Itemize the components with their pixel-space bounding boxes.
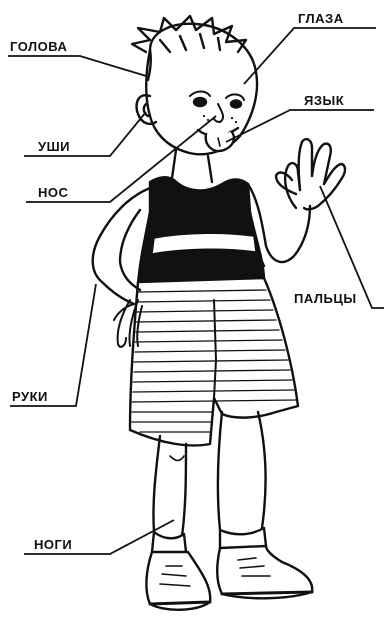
- leader-line-fingers: [320, 186, 384, 308]
- boy-tongue: [206, 132, 234, 151]
- boy-fingers: [276, 139, 345, 209]
- boy-shoes: [146, 546, 312, 610]
- label-arms: РУКИ: [12, 390, 48, 404]
- label-ears: УШИ: [38, 140, 70, 154]
- label-fingers: ПАЛЬЦЫ: [294, 292, 357, 306]
- boy-face: [190, 92, 244, 136]
- boy-tank-top: [138, 177, 264, 284]
- label-legs: НОГИ: [34, 538, 72, 552]
- leader-line-arms: [10, 284, 96, 406]
- label-nose: НОС: [38, 186, 68, 200]
- leader-line-eyes: [244, 28, 376, 84]
- leader-line-head: [8, 56, 146, 76]
- label-tongue: ЯЗЫК: [304, 94, 344, 108]
- boy-shorts: [130, 278, 298, 445]
- boy-right-arm: [248, 139, 345, 266]
- label-head: ГОЛОВА: [10, 40, 67, 54]
- label-eyes: ГЛАЗА: [298, 12, 344, 26]
- leader-line-tongue: [226, 110, 374, 142]
